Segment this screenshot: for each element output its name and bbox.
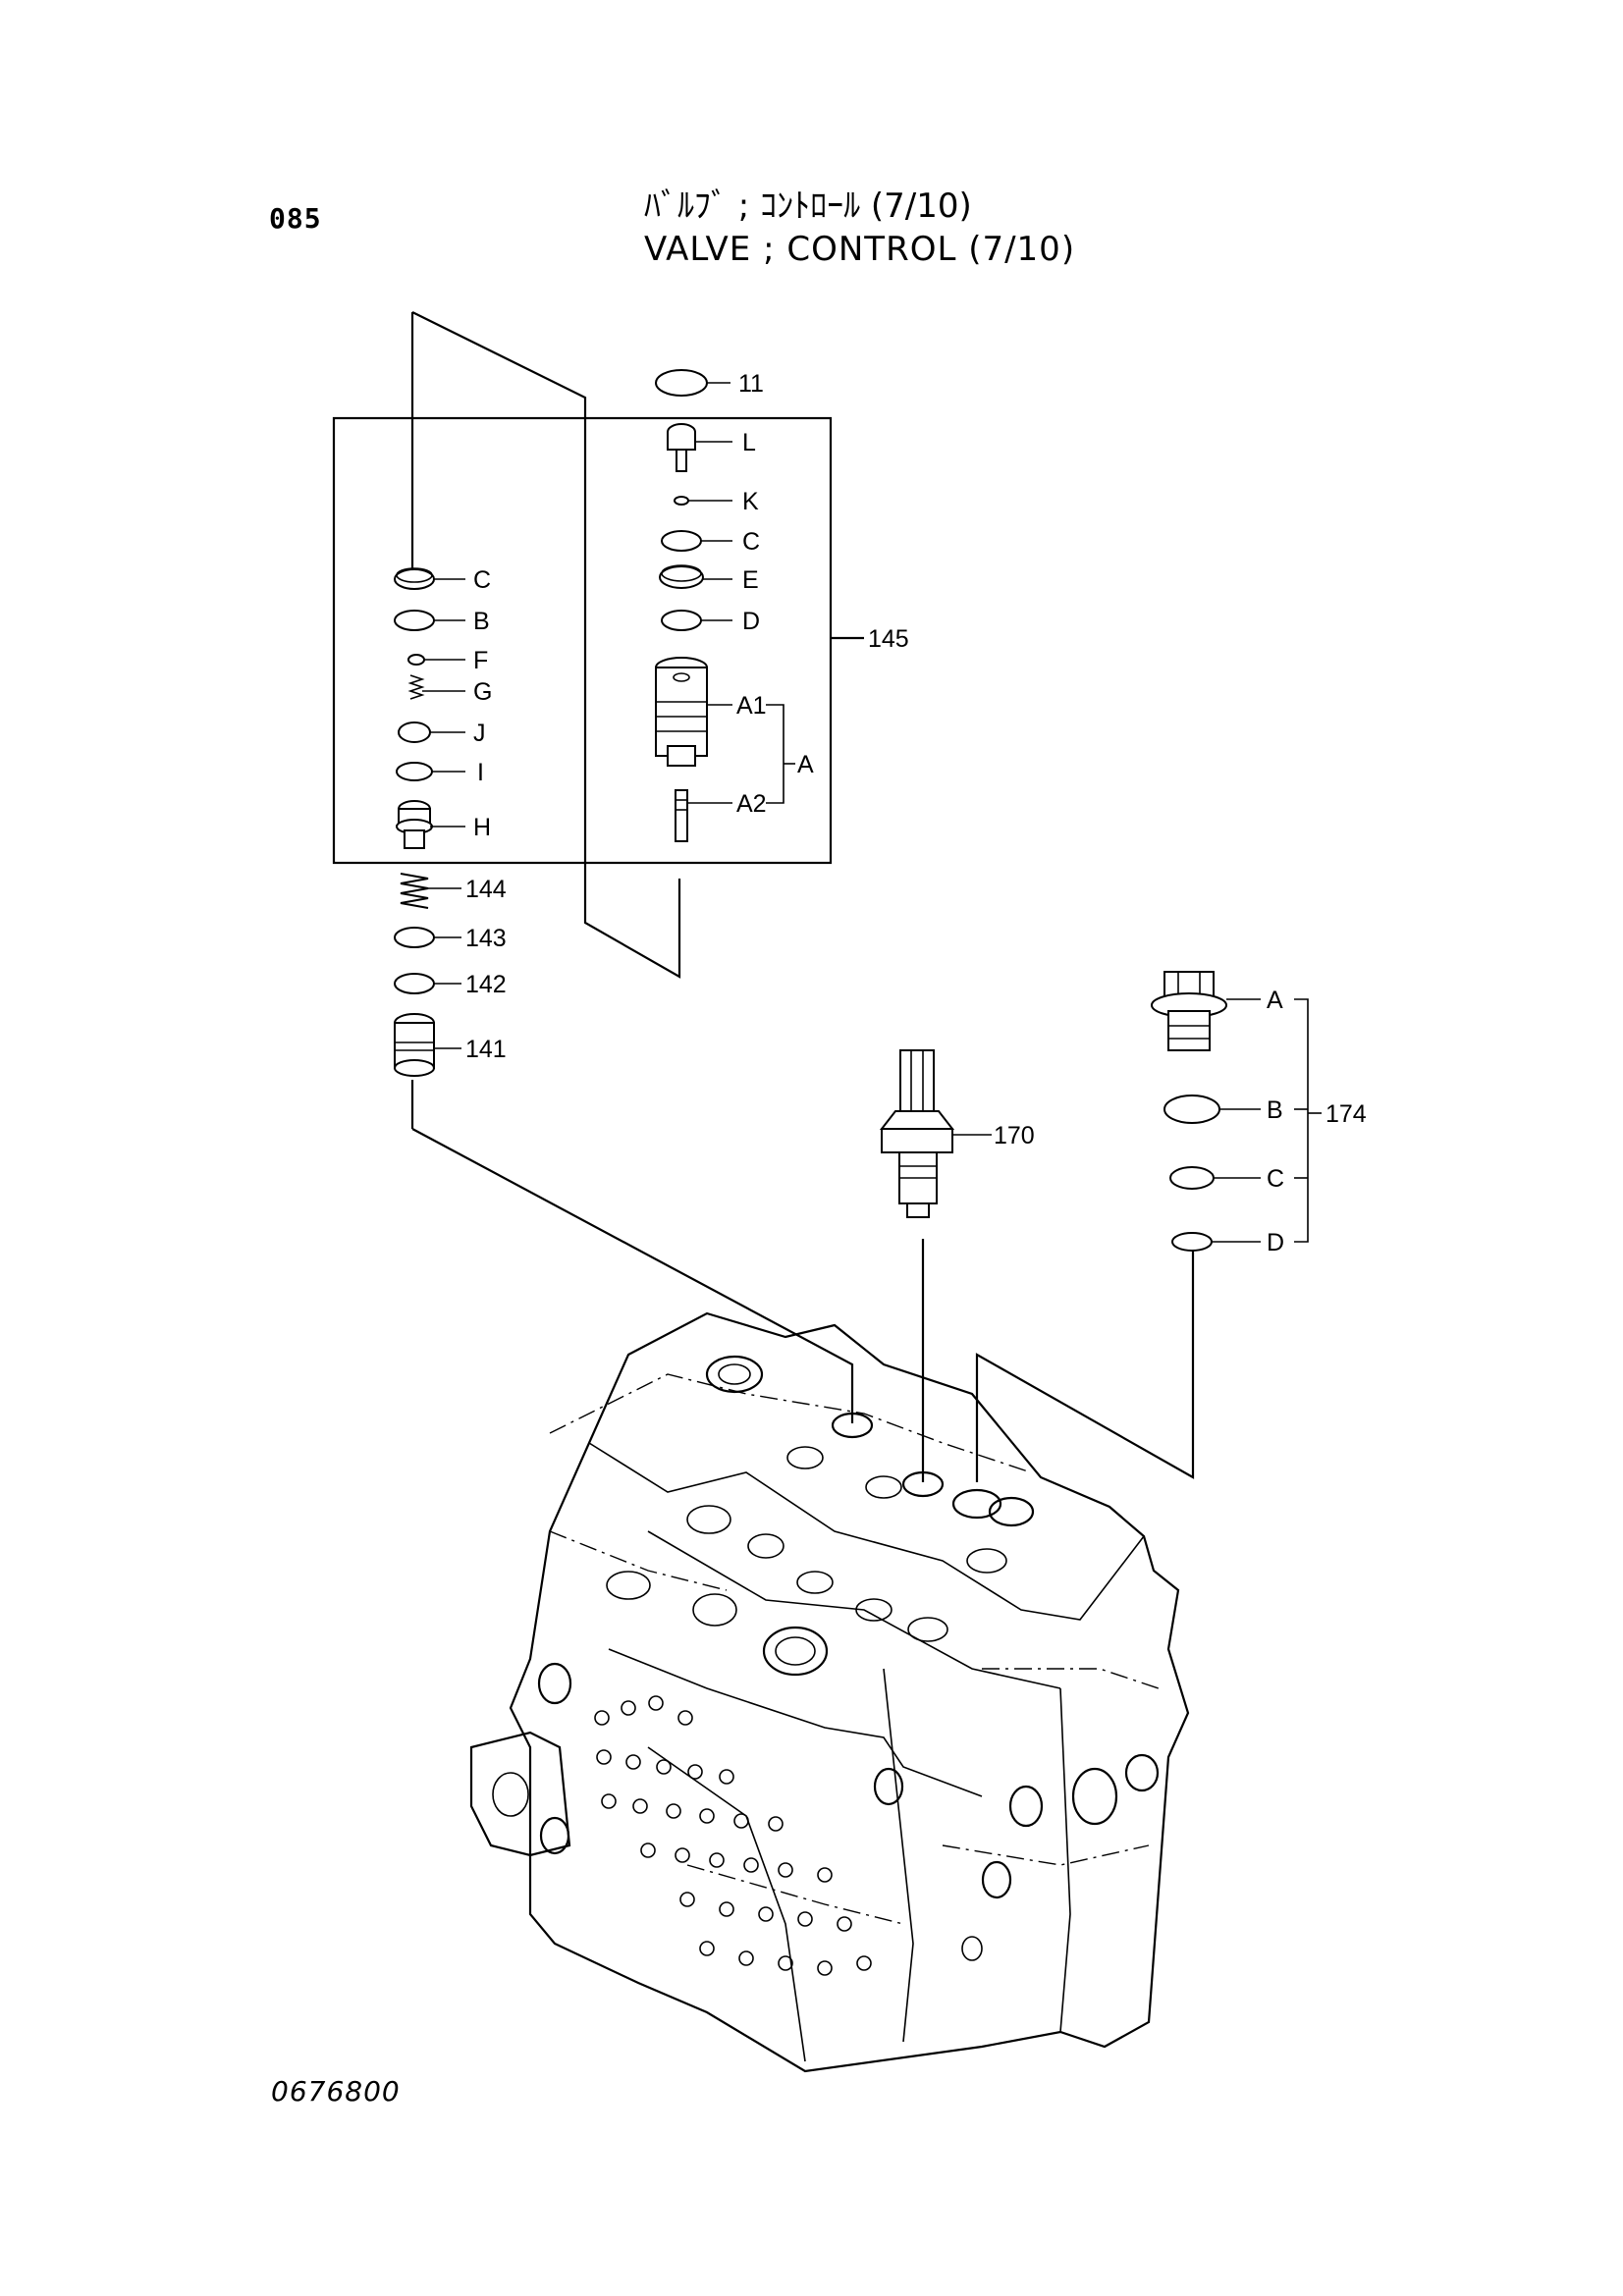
part-E-backup-ring (659, 564, 732, 589)
label-I: I (477, 759, 484, 786)
part-A2-spool (675, 789, 732, 842)
callout-labels: 11 L K C E D 145 A1 A A2 C B F G J I H 1… (465, 370, 1367, 1256)
label-145: 145 (868, 625, 909, 653)
label-D-174: D (1267, 1229, 1284, 1256)
label-C-174: C (1267, 1165, 1284, 1193)
label-144: 144 (465, 876, 507, 903)
part-144-spring (400, 873, 461, 909)
bracket-A (766, 704, 795, 804)
label-J: J (473, 720, 486, 747)
label-D-center: D (742, 608, 760, 635)
label-11: 11 (738, 370, 764, 398)
part-A1-sleeve (655, 657, 732, 767)
oring-11 (655, 369, 730, 397)
part-F-ball (407, 654, 465, 666)
label-141: 141 (465, 1036, 507, 1063)
label-H: H (473, 814, 491, 841)
part-141-plug (394, 1013, 461, 1077)
part-C-backup-left (394, 567, 465, 590)
page-number: 085 (269, 202, 322, 235)
label-A: A (797, 751, 814, 778)
part-C-oring (661, 530, 732, 552)
part-170-valve (879, 1049, 992, 1218)
label-C-left: C (473, 566, 491, 594)
assembly-box-145 (332, 416, 864, 865)
part-174-D-oring (1171, 1232, 1261, 1252)
part-H-seat (396, 800, 465, 849)
title-japanese: ﾊﾞﾙﾌﾞ ; ｺﾝﾄﾛｰﾙ (7/10) (644, 187, 972, 226)
part-174-A-plug (1151, 971, 1261, 1051)
part-J-backup-ring (398, 721, 465, 743)
bracket-174 (1294, 998, 1322, 1243)
label-A1: A1 (736, 692, 767, 720)
part-174-C-backup (1169, 1166, 1261, 1190)
part-142-oring (394, 973, 461, 994)
title-english: VALVE ; CONTROL (7/10) (644, 230, 1076, 269)
label-174: 174 (1325, 1100, 1367, 1128)
label-143: 143 (465, 925, 507, 952)
control-valve-body (469, 1311, 1190, 2073)
part-174-B-oring (1163, 1095, 1261, 1124)
label-E: E (742, 566, 759, 594)
label-B-left: B (473, 608, 490, 635)
label-A2: A2 (736, 790, 767, 818)
label-L: L (742, 429, 756, 456)
label-G: G (473, 678, 492, 706)
label-C-center: C (742, 528, 760, 556)
part-B-oring-left (394, 610, 465, 631)
label-170: 170 (994, 1122, 1035, 1149)
label-142: 142 (465, 971, 507, 998)
label-A-174: A (1267, 987, 1283, 1014)
label-K: K (742, 488, 759, 515)
figure-code: 0676800 (271, 2075, 401, 2108)
part-K-ring (674, 496, 732, 506)
label-F: F (473, 647, 488, 674)
leader-lines (410, 311, 1195, 1482)
part-I-oring (396, 762, 465, 781)
part-D-oring (661, 610, 732, 631)
part-G-spring (407, 674, 465, 700)
label-B-174: B (1267, 1096, 1283, 1124)
part-143-backup (394, 927, 461, 948)
part-L-poppet (667, 423, 732, 472)
